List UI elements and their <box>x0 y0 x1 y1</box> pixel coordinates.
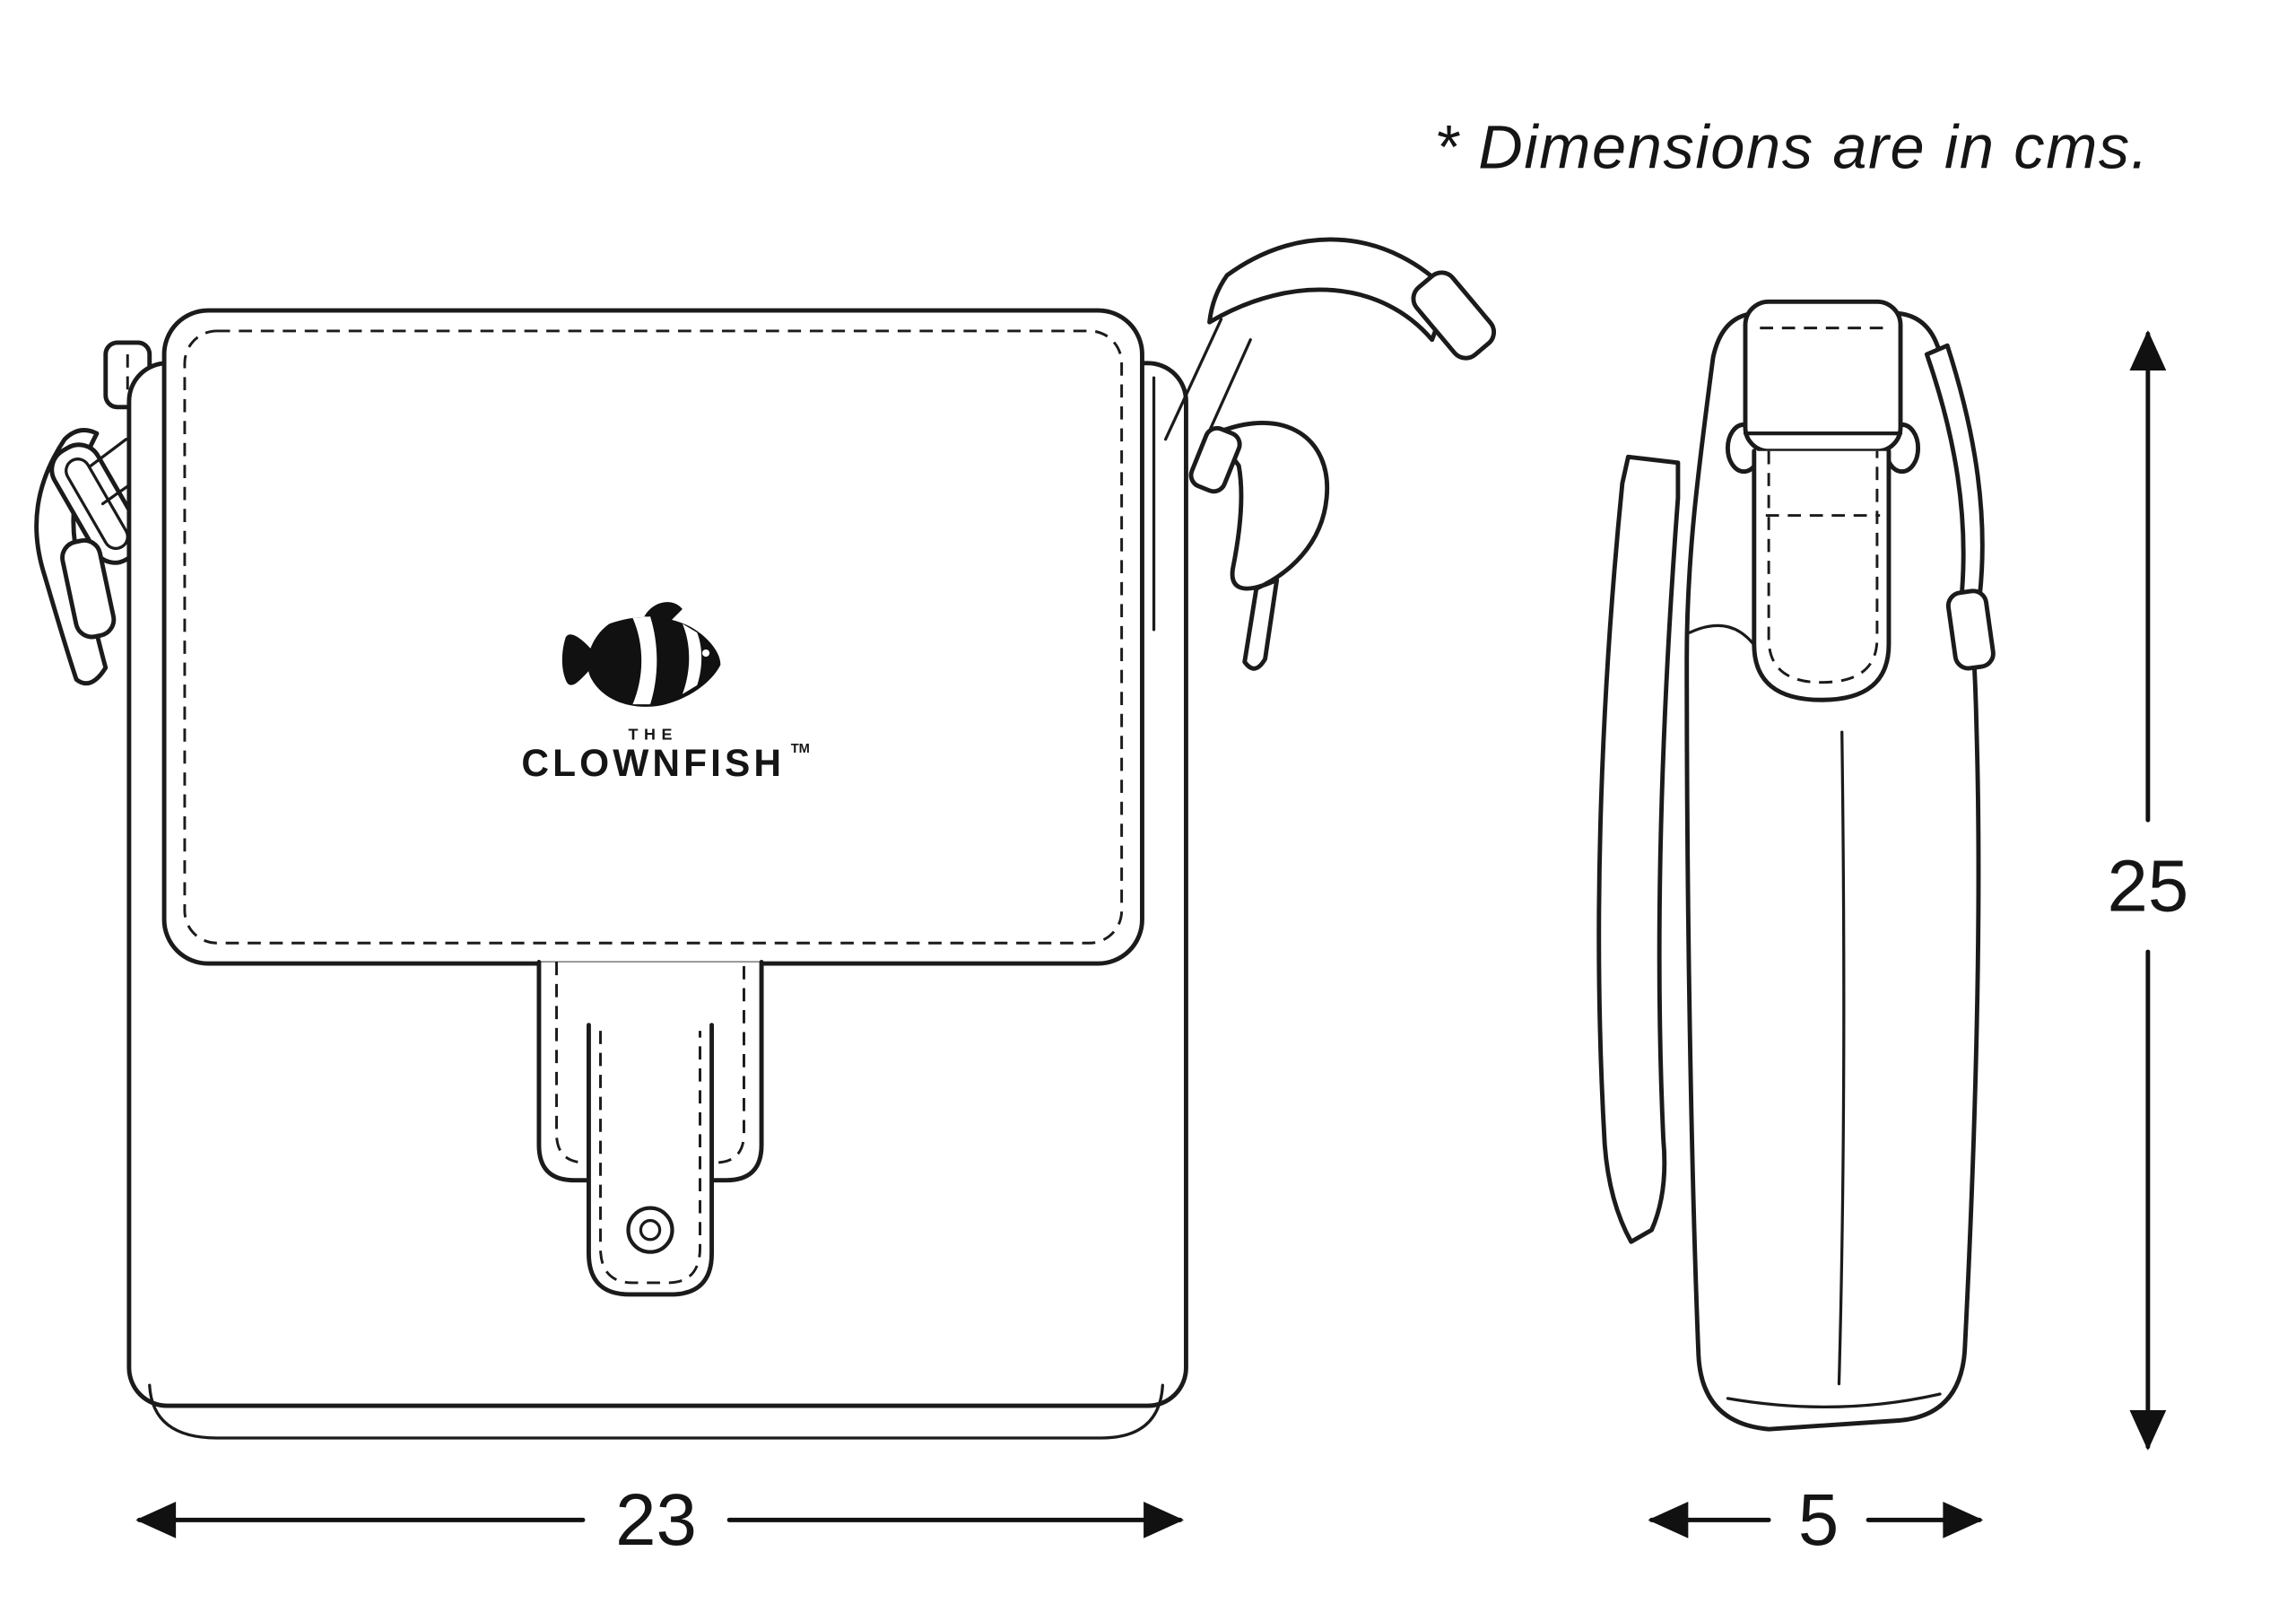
logo-tm-label: TM <box>791 742 810 756</box>
side-right-strap <box>1924 343 1996 671</box>
side-top-strap-loop <box>1743 299 1903 454</box>
logo-name-label: CLOWNFISH <box>521 742 785 784</box>
snap-button <box>626 1206 674 1254</box>
depth-dimension: 5 <box>1648 1479 1984 1561</box>
center-tab <box>536 959 764 1297</box>
right-strap-buckle <box>1188 421 1330 671</box>
height-value-label: 25 <box>2107 845 2188 927</box>
width-value-label: 23 <box>615 1479 697 1561</box>
height-dimension: 25 <box>2107 330 2188 1451</box>
side-stitched-tab <box>1752 449 1892 702</box>
clownfish-logo: THE CLOWNFISH TM <box>521 602 810 784</box>
side-hanging-strap <box>1596 454 1681 1244</box>
side-view-drawing <box>1596 299 1996 1432</box>
logo-the-label: THE <box>629 725 678 743</box>
depth-value-label: 5 <box>1798 1479 1839 1561</box>
clownfish-fish-icon <box>561 602 721 707</box>
right-shoulder-strap <box>1163 237 1497 458</box>
dimensions-note: * Dimensions are in cms. <box>1434 113 2149 182</box>
front-bag-base-seam <box>148 1383 1164 1440</box>
width-dimension: 23 <box>135 1479 1184 1561</box>
front-view-drawing: THE CLOWNFISH TM <box>34 237 1497 1440</box>
